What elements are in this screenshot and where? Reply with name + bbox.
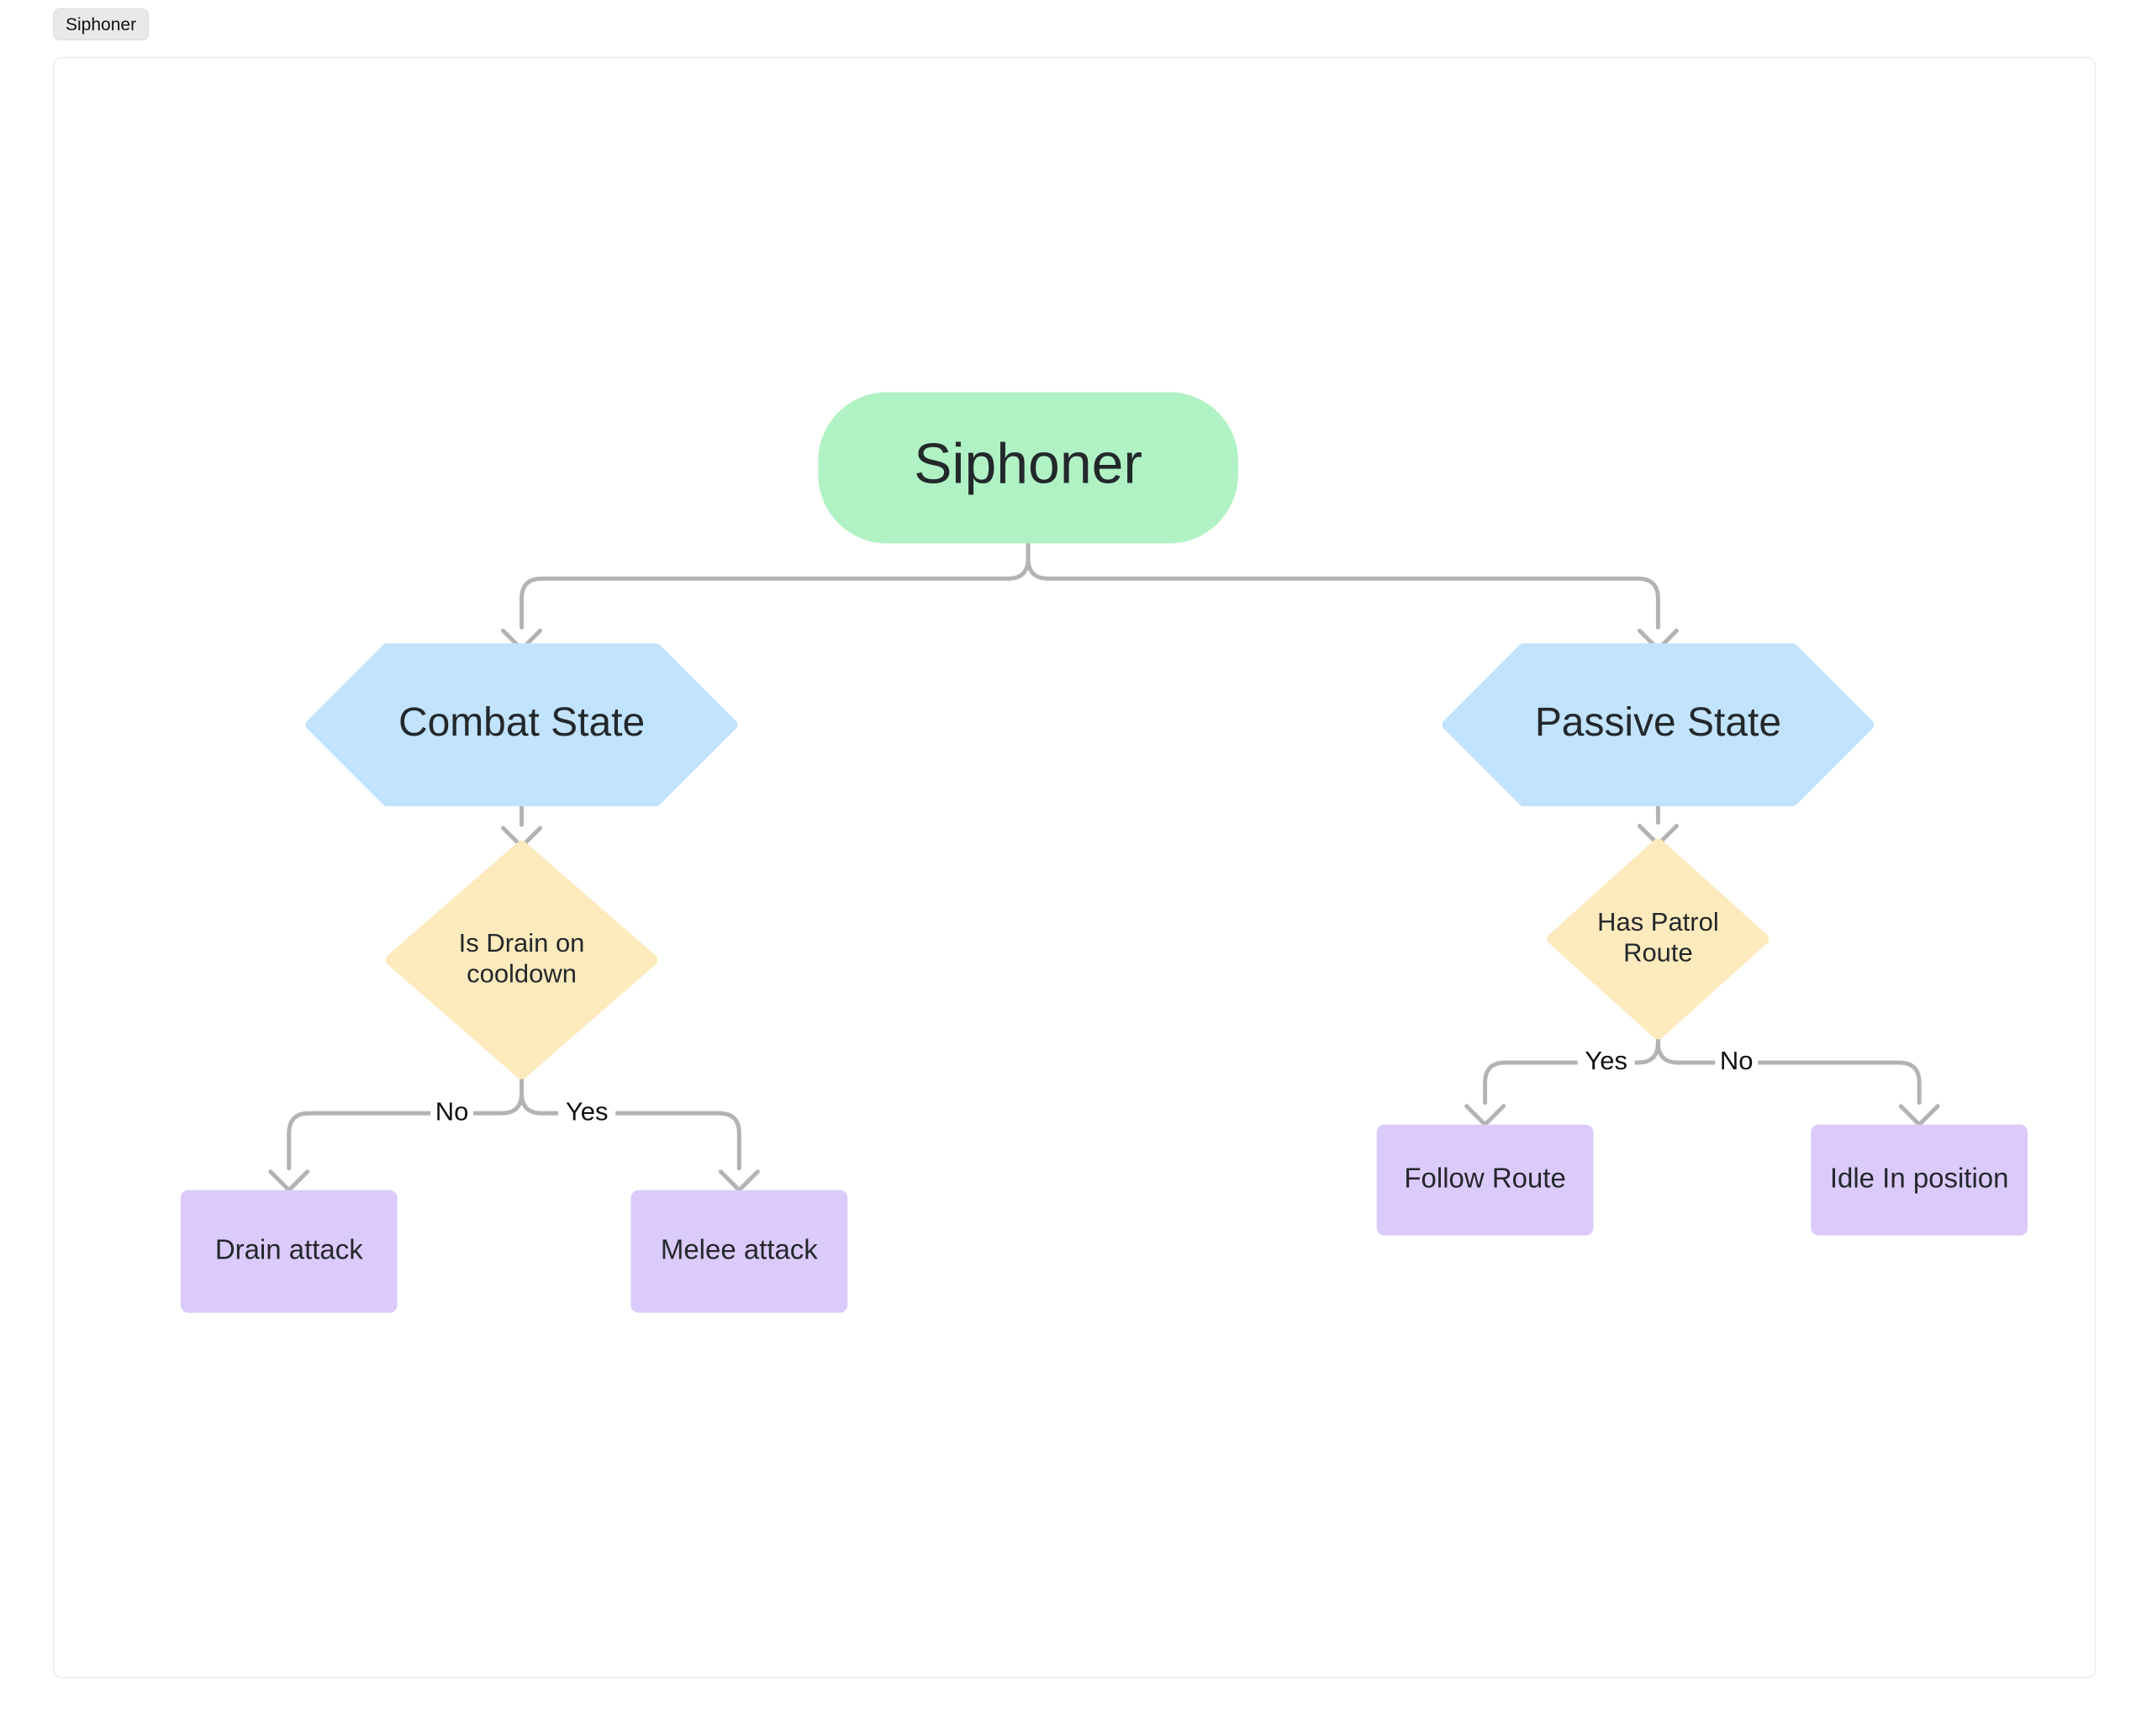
flow-edge (1655, 1031, 1940, 1127)
node-shape[interactable] (180, 1190, 398, 1313)
node-shape[interactable] (1442, 643, 1875, 807)
node-shape[interactable] (1376, 1124, 1594, 1236)
edge-label: No (435, 1096, 469, 1126)
flow-node-combat[interactable]: Combat State (305, 643, 738, 807)
arrow-head-icon (1464, 1104, 1506, 1127)
node-label: Is Drain on (459, 928, 585, 958)
node-shape[interactable] (385, 841, 658, 1079)
node-label: Follow Route (1404, 1162, 1565, 1193)
edge-line (1655, 1031, 1922, 1105)
flow-edge (1637, 798, 1679, 847)
tab-siphoner[interactable]: Siphoner (53, 8, 150, 40)
node-label: Siphoner (914, 431, 1142, 495)
flow-node-drain_attack[interactable]: Drain attack (180, 1190, 398, 1313)
edge-line (287, 1071, 525, 1171)
node-label: Melee attack (661, 1233, 818, 1264)
node-shape[interactable] (1547, 838, 1770, 1040)
arrow-head-icon (718, 1169, 760, 1193)
node-label: Passive State (1535, 700, 1781, 745)
node-label: Drain attack (215, 1233, 363, 1264)
node-shape[interactable] (1811, 1124, 2028, 1236)
node-label: cooldown (467, 958, 577, 988)
edge-label: Yes (566, 1096, 609, 1126)
edge-label-backdrop (558, 1095, 616, 1132)
node-shape[interactable] (305, 643, 738, 807)
flow-edge (1026, 541, 1679, 652)
flow-node-root[interactable]: Siphoner (818, 392, 1238, 544)
flow-node-passive[interactable]: Passive State (1442, 643, 1875, 807)
arrow-head-icon (268, 1169, 310, 1193)
arrow-head-icon (1898, 1104, 1940, 1127)
flow-edge (501, 798, 543, 849)
edge-label-backdrop (1715, 1043, 1759, 1081)
node-label: Idle In position (1830, 1162, 2009, 1193)
flow-edge (268, 1071, 525, 1193)
edge-label-backdrop (430, 1095, 473, 1132)
tab-bar: Siphoner (53, 8, 150, 40)
flow-edge (501, 541, 1031, 652)
node-label: Has Patrol (1597, 907, 1719, 937)
edge-label: Yes (1585, 1046, 1627, 1075)
node-shape[interactable] (818, 392, 1238, 544)
node-label: Combat State (398, 700, 645, 745)
flow-node-follow_route[interactable]: Follow Route (1376, 1124, 1594, 1236)
edge-label: No (1720, 1046, 1754, 1075)
flow-node-idle[interactable]: Idle In position (1811, 1124, 2028, 1236)
edge-label-backdrop (1577, 1043, 1635, 1081)
node-label: Route (1623, 937, 1693, 967)
edge-line (1026, 541, 1660, 630)
flow-edge (520, 1071, 760, 1193)
flow-node-melee_attack[interactable]: Melee attack (630, 1190, 848, 1313)
edge-line (520, 1071, 741, 1171)
node-shape[interactable] (630, 1190, 848, 1313)
edge-line (520, 541, 1031, 630)
